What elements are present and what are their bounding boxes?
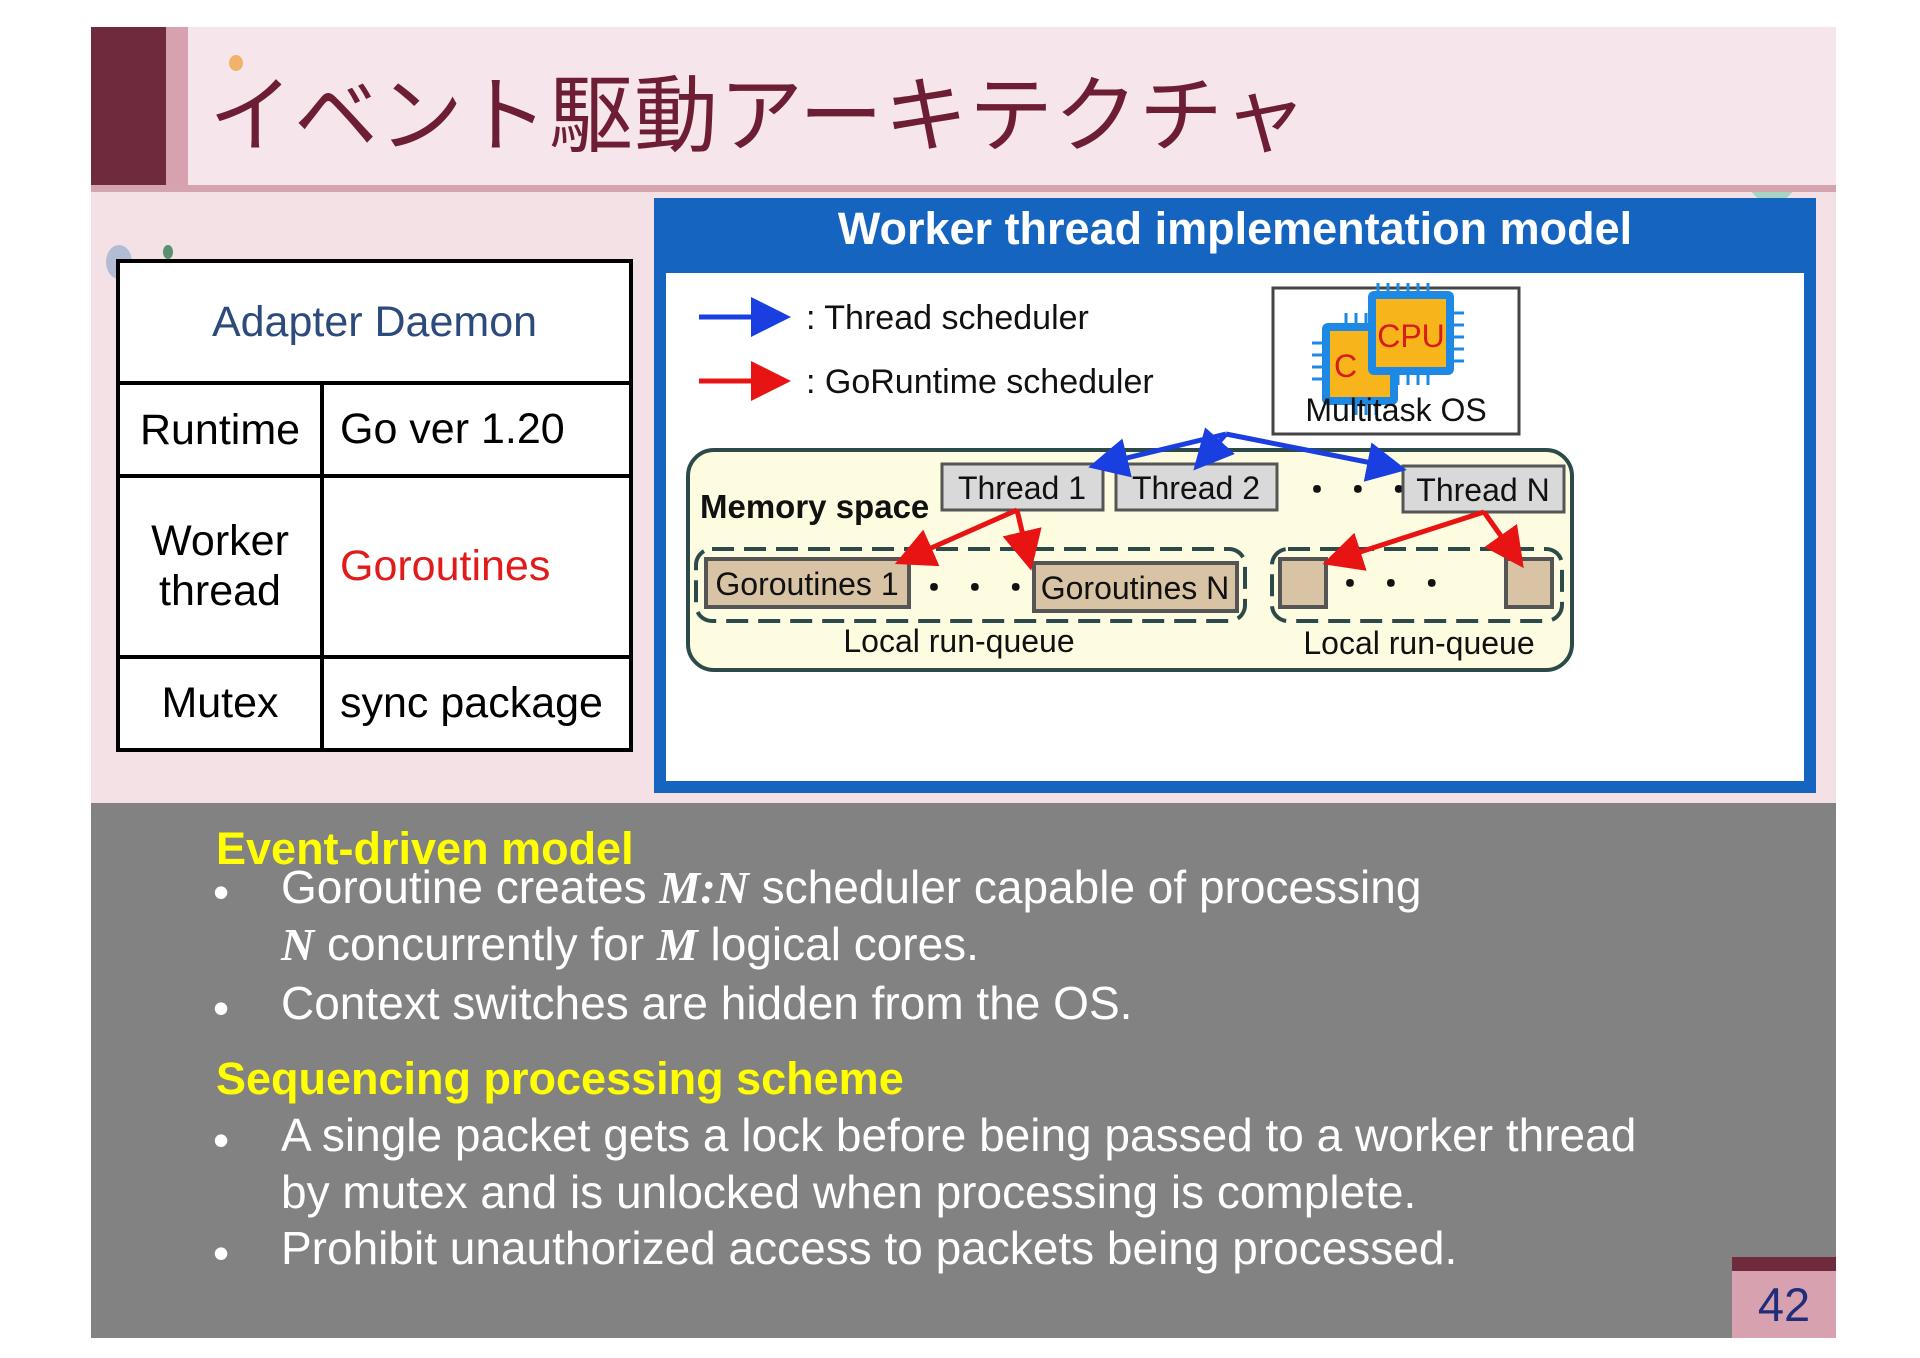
- page-number: 42: [1732, 1271, 1836, 1338]
- bullet-text: Prohibit unauthorized access to packets …: [281, 1220, 1457, 1277]
- bullet-line: N concurrently for M logical cores.: [281, 916, 1421, 973]
- page-number-bar: [1732, 1257, 1836, 1271]
- goroutine-box-n: Goroutines N: [1032, 561, 1239, 613]
- thread-label: Thread 2: [1132, 470, 1260, 506]
- adapter-daemon-table: Adapter Daemon Runtime Go ver 1.20 Worke…: [116, 259, 633, 752]
- table-cell-value: sync package: [320, 654, 633, 752]
- goroutine-scheduler-arrow: [1002, 509, 1042, 571]
- cpu-chip-back-text: C: [1334, 348, 1357, 384]
- section-heading-sequencing: Sequencing processing scheme: [216, 1053, 904, 1104]
- goroutine-label: Goroutines 1: [715, 566, 898, 602]
- goroutine-box-1: Goroutines 1: [704, 557, 911, 609]
- math-span: M: [656, 919, 698, 970]
- title-accent-stripe: [166, 27, 188, 185]
- local-run-queue-box-2: [1270, 547, 1564, 623]
- text-span: Goroutine creates: [281, 861, 660, 913]
- goruntime-scheduler-legend-label: : GoRuntime scheduler: [806, 363, 1154, 401]
- model-title: Worker thread implementation model: [837, 203, 1633, 254]
- table-cell-label: Runtime: [116, 380, 324, 479]
- goroutine-ellipsis: ・ ・ ・: [1334, 566, 1448, 602]
- table-cell-value: Go ver 1.20: [320, 380, 633, 479]
- bullet-line: by mutex and is unlocked when processing…: [281, 1166, 1417, 1218]
- bullet-marker: •: [213, 982, 230, 1034]
- goroutine-scheduler-arrow: [1481, 510, 1524, 569]
- bullet-text: Goroutine creates M:N scheduler capable …: [281, 859, 1421, 973]
- model-diagram-area: : Thread scheduler : GoRuntime scheduler: [666, 273, 1804, 781]
- table-row: Worker thread Goroutines: [116, 474, 633, 659]
- text-span: concurrently for: [314, 918, 657, 970]
- math-span: N: [281, 919, 315, 970]
- local-run-queue-label-2: Local run-queue: [1303, 625, 1534, 661]
- thread-ellipsis: ・ ・ ・: [1301, 472, 1415, 508]
- bullet-line: Context switches are hidden from the OS.: [281, 977, 1133, 1029]
- thread-label: Thread 1: [958, 470, 1086, 506]
- thread-scheduler-arrow: [1225, 431, 1407, 482]
- table-row: Mutex sync package: [116, 654, 633, 752]
- table-cell-value: Goroutines: [320, 474, 633, 659]
- title-accent-bar: [91, 27, 166, 185]
- goroutine-box-small: [1278, 557, 1328, 609]
- bullet-line: A single packet gets a lock before being…: [281, 1109, 1637, 1161]
- goroutine-box-small: [1504, 557, 1554, 609]
- memory-space-label: Memory space: [700, 488, 929, 525]
- bullet-text: A single packet gets a lock before being…: [281, 1107, 1636, 1221]
- section-heading-event-driven: Event-driven model: [216, 823, 634, 874]
- bottom-text-panel: Event-driven model • Goroutine creates M…: [91, 803, 1836, 1338]
- goroutine-label: Goroutines N: [1041, 570, 1230, 606]
- text-span: logical cores.: [697, 918, 979, 970]
- worker-thread-label: Worker thread: [151, 517, 289, 616]
- math-span: M:N: [659, 862, 749, 913]
- thread-scheduler-legend-label: : Thread scheduler: [806, 299, 1089, 337]
- table-header-row: Adapter Daemon: [116, 259, 633, 385]
- goroutine-scheduler-arrow: [1322, 509, 1485, 571]
- table-header: Adapter Daemon: [116, 259, 633, 385]
- cpu-chip-text: CPU: [1377, 318, 1445, 354]
- table-row: Runtime Go ver 1.20: [116, 380, 633, 479]
- thread-box-2: Thread 2: [1114, 462, 1279, 512]
- slide: イベント駆動アーキテクチャ Adapter Daemon Runtime Go …: [91, 27, 1836, 1338]
- bullet-marker: •: [213, 1114, 230, 1166]
- table-cell-label: Worker thread: [116, 474, 324, 659]
- goroutine-scheduler-arrow: [894, 507, 1019, 567]
- bullet-text: Context switches are hidden from the OS.: [281, 975, 1132, 1032]
- model-diagram: : Thread scheduler : GoRuntime scheduler: [686, 283, 1574, 672]
- local-run-queue-label-1: Local run-queue: [843, 623, 1074, 659]
- thread-scheduler-arrow: [1193, 427, 1235, 471]
- multitask-os-label: Multitask OS: [1305, 392, 1486, 428]
- worker-thread-model-panel: Worker thread implementation model : Thr…: [654, 198, 1816, 793]
- bullet-line: Prohibit unauthorized access to packets …: [281, 1222, 1458, 1274]
- cpu-icon: C CPU: [1312, 283, 1464, 415]
- decorative-dot-green: [163, 245, 173, 259]
- bullet-marker: •: [213, 1227, 230, 1279]
- title-band: イベント駆動アーキテクチャ: [91, 27, 1836, 192]
- decorative-dot-orange-small: [229, 55, 243, 71]
- thread-box-n: Thread N: [1401, 464, 1566, 514]
- page-title: イベント駆動アーキテクチャ: [209, 67, 1309, 165]
- thread-box-1: Thread 1: [940, 462, 1105, 512]
- bullet-line: Goroutine creates M:N scheduler capable …: [281, 859, 1421, 916]
- bullet-marker: •: [213, 866, 230, 918]
- goroutine-ellipsis: ・ ・ ・: [918, 570, 1032, 606]
- thread-label: Thread N: [1416, 472, 1549, 508]
- local-run-queue-box-1: [694, 547, 1247, 623]
- table-cell-label: Mutex: [116, 654, 324, 752]
- text-span: scheduler capable of processing: [748, 861, 1422, 913]
